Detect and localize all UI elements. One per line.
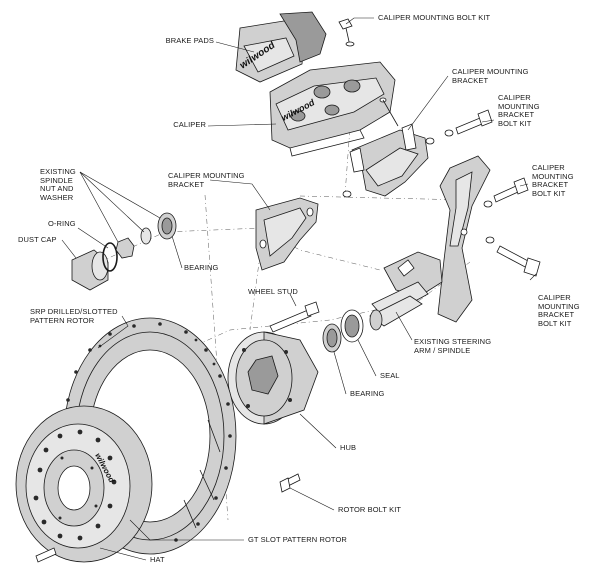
label-dust-cap: DUST CAP (18, 235, 57, 244)
bracket-bolt-kit-lower-graphic (485, 236, 541, 277)
label-o-ring: O-RING (48, 219, 76, 228)
label-existing-spindle-nut-washer: EXISTING SPINDLE NUT AND WASHER (40, 167, 76, 202)
spindle-graphic (369, 295, 423, 331)
label-caliper: CALIPER (173, 120, 206, 129)
caliper-bracket-upper-graphic (342, 123, 435, 198)
hat-graphic (15, 405, 153, 563)
steering-arm-graphic (371, 155, 491, 323)
label-bracket-bolt-kit-upper: CALIPER MOUNTING BRACKET BOLT KIT (498, 93, 540, 128)
o-ring-graphic (102, 242, 118, 272)
label-bearing-upper: BEARING (184, 263, 219, 272)
label-caliper-mounting-bracket-left: CALIPER MOUNTING BRACKET (168, 171, 245, 189)
seal-graphic (340, 309, 364, 343)
bracket-bolt-kit-upper-graphic (444, 109, 493, 137)
hub-graphic (227, 331, 319, 425)
label-gt-slot-rotor: GT SLOT PATTERN ROTOR (248, 535, 347, 544)
dust-cap-graphic (71, 249, 109, 291)
rotor-bolt-kit-graphic (35, 473, 301, 563)
label-wheel-stud: WHEEL STUD (248, 287, 298, 296)
spindle-nut-graphic (115, 227, 152, 259)
caliper-bracket-left-graphic (255, 197, 319, 271)
label-hat: HAT (150, 555, 165, 564)
label-rotor-bolt-kit: ROTOR BOLT KIT (338, 505, 402, 514)
bracket-bolt-kit-middle-graphic (483, 177, 529, 208)
bearing-upper-graphic (157, 212, 177, 240)
label-caliper-mounting-bracket-top: CALIPER MOUNTING BRACKET (452, 67, 529, 85)
label-hub: HUB (340, 443, 357, 452)
wheel-stud-graphic (269, 301, 320, 333)
label-seal: SEAL (380, 371, 400, 380)
label-bracket-bolt-kit-middle: CALIPER MOUNTING BRACKET BOLT KIT (532, 163, 574, 198)
caliper-graphic (269, 61, 396, 157)
caliper-bolt-kit-top-graphic (338, 18, 399, 127)
bearing-lower-graphic (322, 323, 342, 353)
brake-pads-graphic (235, 11, 327, 83)
leader-lines (61, 17, 537, 561)
label-bracket-bolt-kit-lower: CALIPER MOUNTING BRACKET BOLT KIT (538, 293, 580, 328)
label-existing-steering-arm: EXISTING STEERING ARM / SPINDLE (414, 337, 492, 355)
label-caliper-mounting-bolt-kit-top: CALIPER MOUNTING BOLT KIT (378, 13, 491, 22)
label-srp-rotor: SRP DRILLED/SLOTTED PATTERN ROTOR (30, 307, 118, 325)
label-brake-pads: BRAKE PADS (165, 36, 214, 45)
label-bearing-lower: BEARING (350, 389, 385, 398)
